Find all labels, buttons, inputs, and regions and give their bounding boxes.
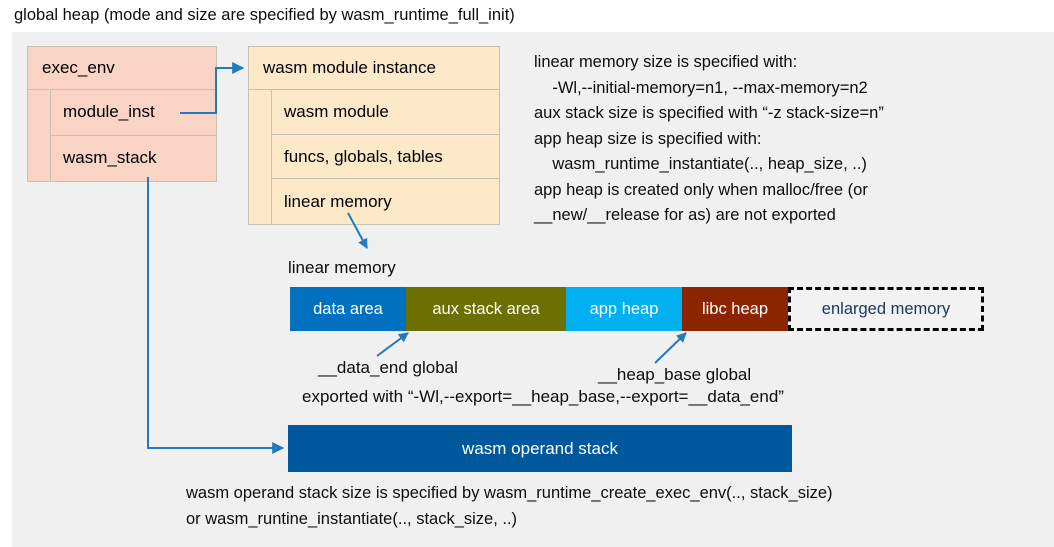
memory-segment-aux-stack-area: aux stack area — [406, 287, 566, 331]
right-notes: linear memory size is specified with: -W… — [534, 53, 884, 224]
annotation-data-end: __data_end global — [318, 358, 458, 377]
wasm-operand-stack-bar: wasm operand stack — [288, 425, 792, 472]
bottom-notes: wasm operand stack size is specified by … — [186, 484, 833, 528]
module-instance-header: wasm module instance — [248, 46, 500, 90]
linear-memory-label: linear memory — [288, 258, 396, 277]
field-funcs-globals-tables: funcs, globals, tables — [272, 134, 499, 180]
annotation-exported: exported with “-Wl,--export=__heap_base,… — [302, 387, 784, 406]
exec-env-header: exec_env — [27, 46, 217, 90]
memory-segment-app-heap: app heap — [566, 287, 682, 331]
wasm-module-instance-box: wasm module instance wasm module funcs, … — [248, 46, 500, 225]
memory-segment-enlarged-memory: enlarged memory — [788, 287, 984, 331]
module-instance-body: wasm module funcs, globals, tables linea… — [248, 90, 500, 225]
module-instance-gutter — [249, 90, 272, 224]
field-wasm-stack: wasm_stack — [51, 135, 216, 181]
exec-env-fields: module_inst wasm_stack — [51, 90, 216, 181]
field-wasm-module: wasm module — [272, 90, 499, 135]
exec-env-box: exec_env module_inst wasm_stack — [27, 46, 217, 182]
exec-env-gutter — [28, 90, 51, 181]
field-module-inst: module_inst — [51, 90, 216, 136]
field-linear-memory: linear memory — [272, 179, 499, 224]
memory-segment-libc-heap: libc heap — [682, 287, 788, 331]
annotation-heap-base: __heap_base global — [598, 365, 752, 384]
memory-segment-data-area: data area — [290, 287, 406, 331]
module-instance-fields: wasm module funcs, globals, tables linea… — [272, 90, 499, 224]
page-title: global heap (mode and size are specified… — [14, 6, 515, 24]
exec-env-body: module_inst wasm_stack — [27, 90, 217, 182]
